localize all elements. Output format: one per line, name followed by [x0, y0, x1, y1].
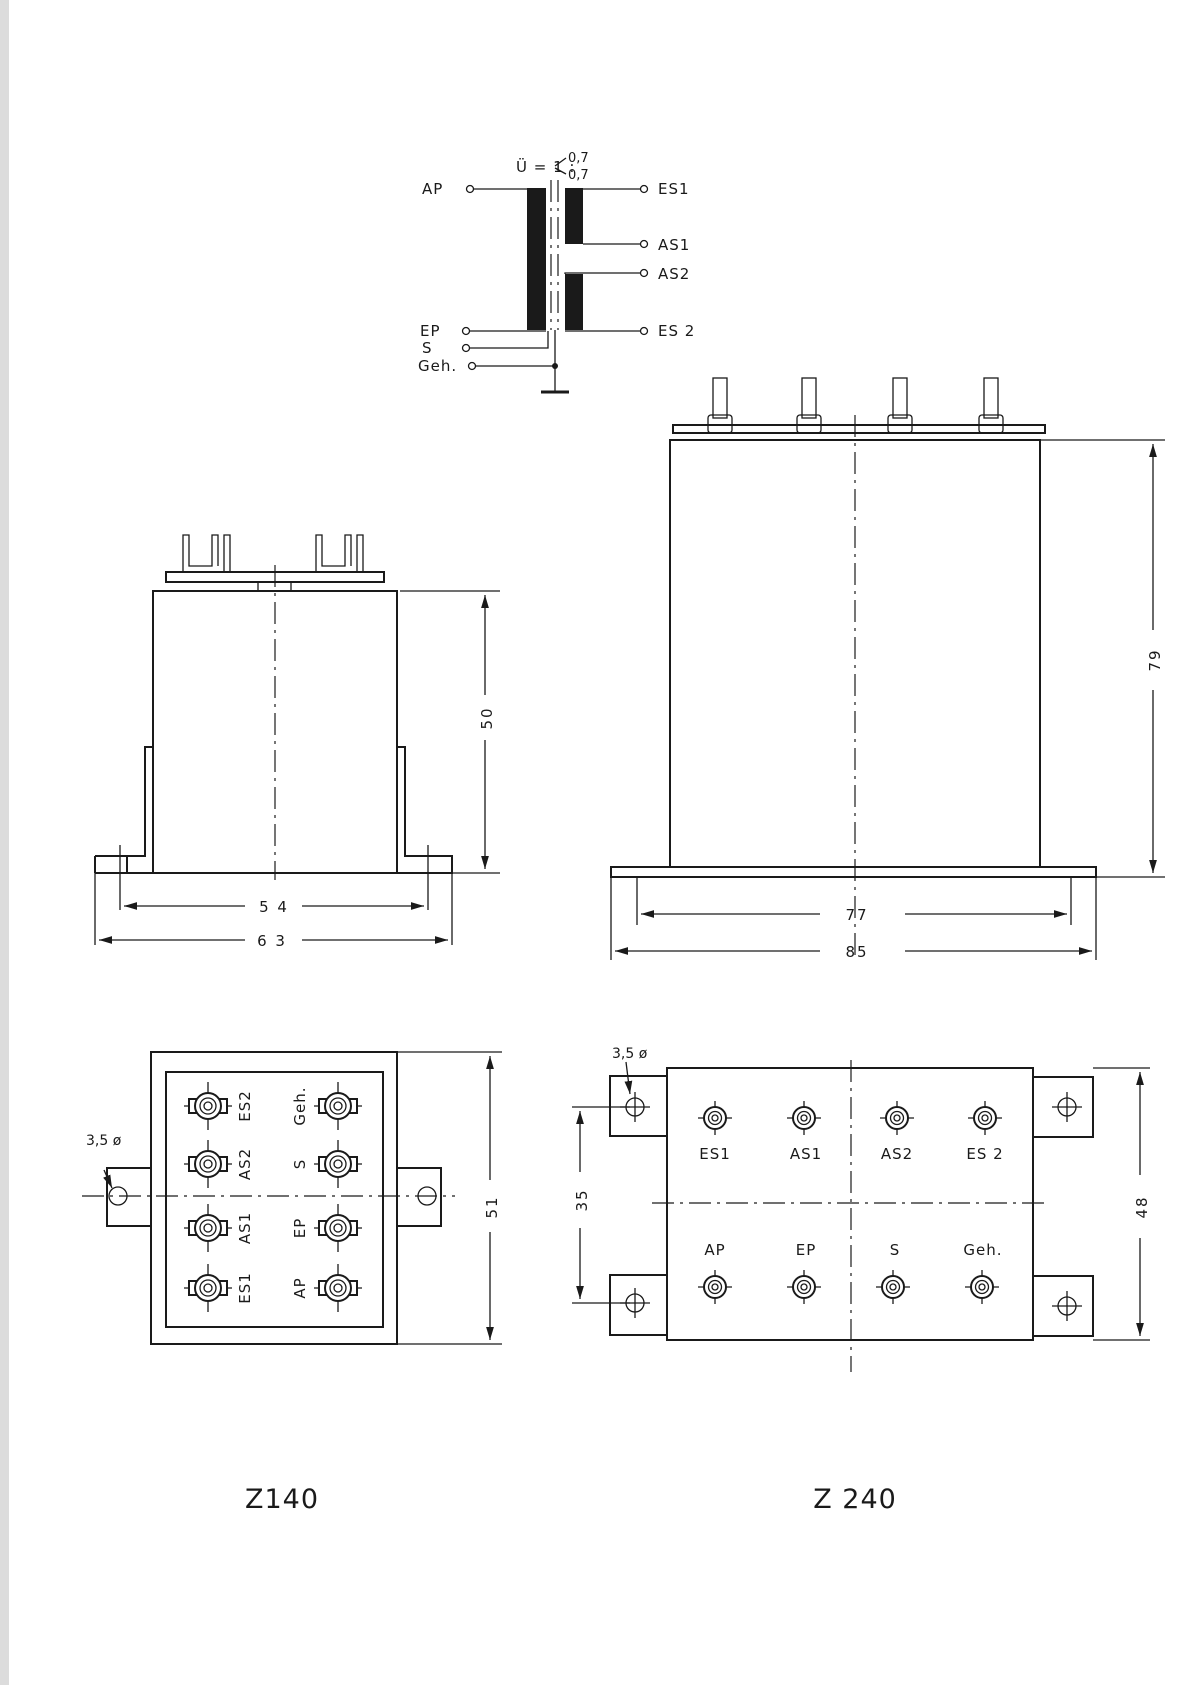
z140-side-view: 50 5 4 6 3: [95, 535, 500, 950]
ratio-prefix: Ü = 1 :: [516, 157, 575, 176]
terminal-as2: AS2: [658, 265, 690, 283]
z140-bottom-view: 3,5 ø ES2 AS2 AS1 ES1 Geh. S EP AP 51: [82, 1052, 502, 1344]
z240-pin-ap: AP: [704, 1241, 725, 1259]
z140-pin-ap: AP: [291, 1277, 309, 1298]
z240-side-view: 79 77 85: [611, 378, 1165, 961]
terminal-s: S: [422, 339, 433, 357]
z240-model-name: Z 240: [813, 1484, 897, 1515]
z140-pin-s: S: [291, 1159, 309, 1170]
z240-pin-as1: AS1: [790, 1145, 822, 1163]
z140-model-name: Z140: [245, 1484, 319, 1515]
z240-pin-es2: ES 2: [966, 1145, 1003, 1163]
terminal-geh: Geh.: [418, 357, 457, 375]
transformer-schematic: Ü = 1 : 0,7 0,7: [418, 151, 695, 392]
z140-pin-geh: Geh.: [291, 1086, 309, 1125]
ratio-top: 0,7: [568, 151, 589, 166]
terminal-es1: ES1: [658, 180, 690, 198]
z140-pin-as2: AS2: [236, 1148, 254, 1180]
z240-pin-geh: Geh.: [963, 1241, 1002, 1259]
z140-pin-es2: ES2: [236, 1090, 254, 1122]
z240-hole-spacing-dim: 35: [573, 1188, 591, 1211]
z240-inner-width-dim: 77: [845, 906, 868, 924]
z240-pin-ep: EP: [796, 1241, 817, 1259]
z140-height-dim: 50: [478, 706, 496, 729]
z140-pin-es1: ES1: [236, 1272, 254, 1304]
z240-bottom-view: 3,5 ø 35 ES1 AS1 AS2 ES 2 AP EP S Geh.: [572, 1046, 1151, 1372]
z140-pin-ep: EP: [291, 1218, 309, 1239]
z140-hole-dim: 3,5 ø: [86, 1133, 122, 1149]
z240-hole-dim: 3,5 ø: [612, 1046, 648, 1062]
primary-winding: [527, 188, 546, 330]
z240-bottom-height-dim: 48: [1133, 1195, 1151, 1218]
terminal-ap: AP: [422, 180, 443, 198]
z140-pin-as1: AS1: [236, 1212, 254, 1244]
z140-bottom-height-dim: 51: [483, 1195, 501, 1218]
z240-outer-width-dim: 85: [845, 943, 868, 961]
z240-pin-as2: AS2: [881, 1145, 913, 1163]
z240-height-dim: 79: [1146, 648, 1164, 671]
secondary-winding-1: [565, 188, 583, 244]
ratio-bottom: 0,7: [568, 168, 589, 183]
secondary-winding-2: [565, 274, 583, 330]
terminal-as1: AS1: [658, 236, 690, 254]
z240-pin-s: S: [890, 1241, 901, 1259]
z240-pin-es1: ES1: [699, 1145, 731, 1163]
terminal-ep: EP: [420, 322, 441, 340]
z140-inner-width-dim: 5 4: [259, 898, 289, 916]
terminal-es2: ES 2: [658, 322, 695, 340]
z140-outer-width-dim: 6 3: [257, 932, 287, 950]
